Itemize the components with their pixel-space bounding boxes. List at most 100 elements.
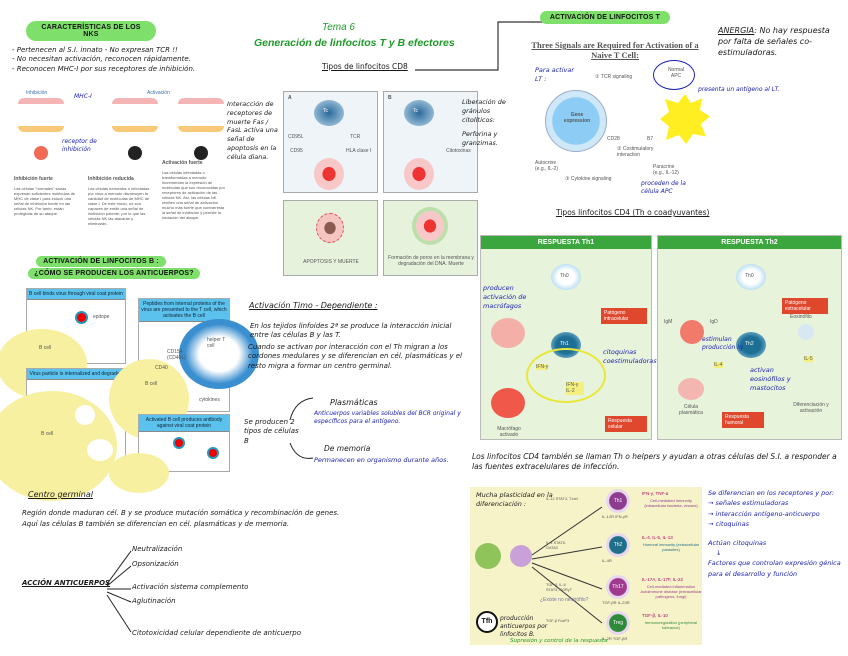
b-panel-3-caption: Peptides from internal proteins of the v…	[139, 299, 229, 322]
cd8-result-a: APOPTOSIS Y MUERTE	[283, 200, 378, 276]
th1-header: RESPUESTA Th1	[481, 236, 651, 249]
subset-inducer: IL-12 STAT4, T-bet	[546, 497, 578, 501]
plasma-cell-icon	[678, 378, 704, 400]
cd8-result-b: Formación de poros en la membrana y degr…	[383, 200, 478, 276]
b-cell-shape	[109, 453, 169, 493]
th-subset: Th17 TGF-βR IL-23R IL-17A, IL-17F, IL-22…	[546, 575, 702, 609]
tfh-note: producción anticuerpos por linfocitos B.	[500, 615, 548, 639]
macrophage-icon	[491, 318, 525, 348]
apc-label: Normal APC	[667, 67, 685, 80]
germinal-text: Región donde maduran cél. B y se produce…	[22, 509, 340, 529]
panel-letter: A	[288, 95, 292, 101]
granule-note: Liberación de gránulos citolíticos:Perfo…	[462, 98, 506, 148]
th1-panel: RESPUESTA Th1 Th0 Patógeno intracelular …	[480, 235, 657, 440]
apc-icon	[475, 543, 501, 569]
cd8-panel-a: A Tc CD95L CD95 TCR HLA clase I	[283, 91, 378, 193]
th1-label: Th1	[560, 341, 569, 347]
tcr-signal-label: ① TCR signaling	[595, 74, 633, 80]
subset-function: Immunoregulation (peripheral tolerance)	[644, 620, 698, 630]
costim-label: ② Costimulatory interaction	[617, 146, 654, 159]
subset-function: Cell-mediated inflammation Autoimmune di…	[640, 584, 702, 599]
eosinophil-label: Eosinófilo	[790, 314, 812, 320]
action-item: Citotoxicidad celular dependiente de ant…	[132, 629, 301, 637]
plasma-label: Célula plasmática	[679, 404, 703, 417]
cd4-text: Los linfocitos CD4 también se llaman Th …	[472, 452, 837, 472]
il4-label: IL-4	[714, 362, 723, 369]
cd40-label: CD40	[155, 365, 168, 371]
b-cell-label: B cell	[39, 345, 52, 351]
col1-text: Las células "normales" sanas expresan su…	[14, 186, 76, 217]
subset-receptors: IL-2R TGF-βR	[602, 636, 628, 641]
tema-label: Tema 6	[322, 22, 355, 33]
b-panel-3: Peptides from internal proteins of the v…	[109, 298, 259, 439]
cd28-label: CD28	[607, 136, 620, 142]
macrophage-note: producen activación de macrófagos	[483, 284, 527, 310]
epitope-label: epitope	[93, 314, 110, 320]
hla-label: HLA clase I	[346, 148, 372, 154]
action-item: Aglutinación	[132, 597, 176, 605]
nk-bullet: - Reconocen MHC-I por sus receptores de …	[12, 64, 196, 73]
lt-note: Para activar LT :	[535, 66, 575, 83]
germinal-heading: Centro germinal	[28, 490, 93, 499]
cd4-side-notes: Se diferencian en los receptores y por: …	[708, 489, 841, 578]
cd40l-label: CD154 (CD40L)	[167, 349, 186, 362]
result-a-caption: APOPTOSIS Y MUERTE	[303, 259, 359, 265]
b-activation-pill-2: ¿CÓMO SE PRODUCEN LOS ANTICUERPOS?	[28, 268, 200, 279]
b-cell-icon	[680, 320, 704, 344]
paracrine-label: Paracrine (e.g., IL-12)	[653, 164, 679, 177]
nk-section-pill: CARACTERÍSTICAS DE LOS NKS	[26, 21, 156, 41]
il5-label: IL-5	[804, 356, 813, 363]
mhc-note: MHC-I	[74, 93, 92, 100]
subset-inducer: IL-4 STAT6, GATA3	[546, 541, 566, 550]
b-panel-2-caption: Virus particle is internalized and degra…	[27, 369, 125, 380]
b-panel-2: Virus particle is internalized and degra…	[0, 368, 126, 501]
helper-t-cell-icon	[179, 319, 259, 389]
target-cell-icon	[404, 158, 434, 190]
signals-figure-title: Three Signals are Required for Activatio…	[531, 40, 699, 61]
nk-synapse-1	[18, 98, 64, 132]
cytokine-signal-label: ③ Cytokine signaling	[565, 176, 612, 182]
nk-synapse-3	[178, 98, 224, 132]
result-b-caption: Formación de poros en la membrana y degr…	[388, 255, 474, 268]
anergia-note: ANERGIA: No hay respuesta por falta de s…	[718, 26, 830, 57]
plasticity-note: Mucha plasticidad en la diferenciación :	[476, 491, 553, 508]
th0-cell-icon	[736, 264, 766, 290]
nk-inhibition-label: Inhibición	[26, 90, 48, 96]
action-item: Opsonización	[132, 560, 179, 568]
col1-title: Inhibición fuerte	[14, 176, 53, 182]
subset-cell: Th2	[606, 533, 630, 557]
virus-icon	[209, 449, 217, 457]
pathogen-intracellular: Patógeno intracelular	[601, 308, 647, 324]
th0-label: Th0	[745, 273, 754, 279]
tcr-label: TCR	[350, 134, 361, 140]
subset-receptors: TGF-βR IL-23R	[602, 600, 630, 605]
cytokines-label: cytokines	[199, 397, 220, 403]
protected-cell-icon	[34, 146, 48, 160]
th0-label: Th0	[560, 273, 569, 279]
ig-note: estimulan producción Ig	[702, 336, 743, 352]
tc-cell-icon	[314, 100, 344, 126]
subset-cytokines: IL-4, IL-5, IL-13	[642, 535, 673, 540]
b-panel-1-caption: B cell binds virus through viral coat pr…	[27, 289, 125, 300]
t-cell-icon	[545, 90, 607, 152]
subset-receptors: IL-4R	[602, 558, 612, 563]
killed-cell-icon	[194, 146, 208, 160]
connector-line	[415, 21, 542, 71]
action-arrows	[106, 550, 132, 633]
b-cell-label: B cell	[41, 431, 54, 437]
page-title: Generación de linfocitos T y B efectores	[254, 37, 455, 49]
eosinophil-icon	[798, 324, 814, 340]
cytokine-note: proceden de la célula APC	[641, 180, 686, 196]
eosinophil-note: activan eosinófilos y mastocitos	[750, 366, 791, 392]
th2-cell-icon	[736, 332, 766, 358]
cytokine-note: citoquinas coestimuladoras	[603, 348, 657, 365]
receptor-note: receptor de inhibición	[62, 138, 97, 154]
ifn-label: IFN-γ	[536, 364, 549, 371]
humoral-response: Respuesta humoral	[722, 412, 764, 428]
col2-title: Inhibición reducida	[88, 176, 134, 182]
virus-icon	[77, 313, 86, 322]
nk-bullets: - Pertenecen al S.I. innato - No expresa…	[12, 46, 222, 74]
nk-activation-label: Activación	[147, 90, 170, 96]
branch-arrows	[289, 397, 314, 459]
th0-cell-icon	[551, 264, 581, 290]
